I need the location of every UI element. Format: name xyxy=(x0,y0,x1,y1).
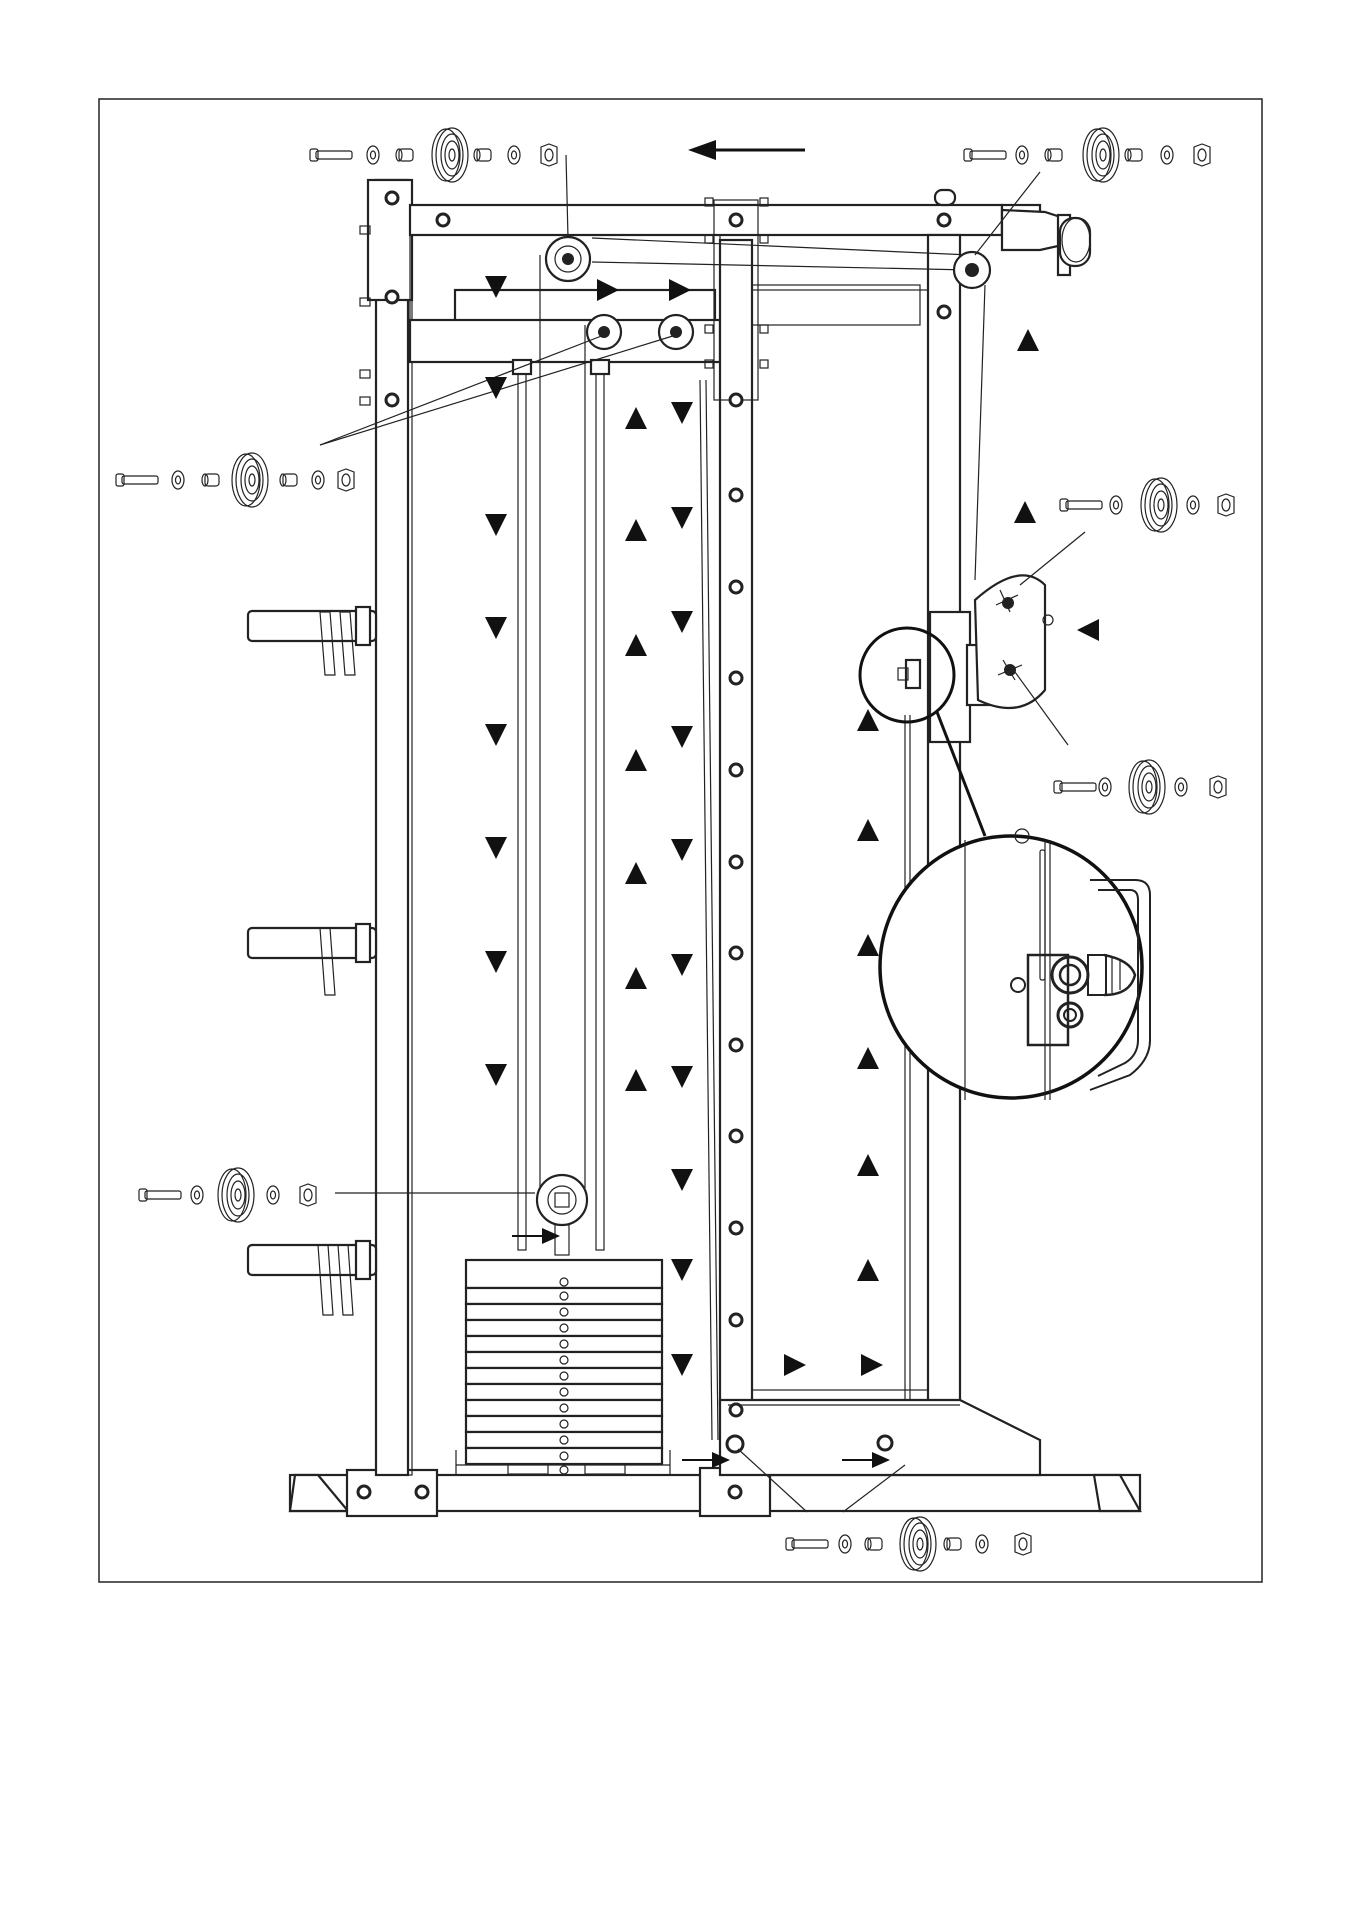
weight-storage-horns xyxy=(248,607,376,1315)
cable-direction-arrow-down xyxy=(671,507,693,529)
cable-direction-arrow-down xyxy=(485,951,507,973)
cable-direction-arrow-up xyxy=(625,634,647,656)
cable-direction-arrow-down xyxy=(671,1354,693,1376)
cable-direction-arrow-right xyxy=(861,1354,883,1376)
cable-direction-arrow-up xyxy=(1014,501,1036,523)
hardware-top-left-pulley xyxy=(310,128,557,182)
cable-direction-arrow-up xyxy=(857,1047,879,1069)
cable-direction-arrow-up xyxy=(625,862,647,884)
cable-direction-arrow-up xyxy=(625,519,647,541)
cable-direction-arrow-down xyxy=(485,617,507,639)
hardware-right-pulley-lower xyxy=(1054,760,1226,814)
cable-direction-arrow-down xyxy=(671,611,693,633)
cable-direction-arrow-up xyxy=(625,749,647,771)
cable-direction-arrow-down xyxy=(485,514,507,536)
hardware-top-right-pulley xyxy=(964,128,1210,182)
cable-direction-arrow-up xyxy=(857,709,879,731)
cable-direction-arrow-up xyxy=(857,1259,879,1281)
weight-stack xyxy=(456,1260,670,1475)
cable-direction-arrow-up xyxy=(625,967,647,989)
cable-direction-arrow-up xyxy=(625,1069,647,1091)
cable-direction-arrow-right xyxy=(784,1354,806,1376)
cable-direction-arrow-up xyxy=(1017,329,1039,351)
cable-direction-arrow-down xyxy=(671,1169,693,1191)
cable-direction-arrow-down xyxy=(485,1064,507,1086)
hardware-mid-left-pulleys xyxy=(116,453,354,507)
cable-direction-arrow-left xyxy=(1077,619,1099,641)
cable-direction-arrow-down xyxy=(671,1066,693,1088)
cable-direction-arrow-down xyxy=(485,837,507,859)
cable-direction-arrow-up xyxy=(625,407,647,429)
cable-direction-arrow-down xyxy=(671,726,693,748)
cable-direction-arrow-up xyxy=(857,819,879,841)
hardware-right-pulley-upper xyxy=(1060,478,1234,532)
cable-direction-arrow-down xyxy=(671,839,693,861)
cable-direction-arrow-down xyxy=(485,724,507,746)
cable-direction-arrow-down xyxy=(671,954,693,976)
cable-direction-arrow-up xyxy=(857,1154,879,1176)
cable-direction-arrow-up xyxy=(857,934,879,956)
hardware-bottom-pulley xyxy=(786,1517,1031,1571)
cable-direction-arrow-down xyxy=(671,1259,693,1281)
cable-direction-arrow-down xyxy=(671,402,693,424)
hardware-weight-stack-pulley xyxy=(139,1168,316,1222)
adjustable-carriage xyxy=(898,575,1053,742)
